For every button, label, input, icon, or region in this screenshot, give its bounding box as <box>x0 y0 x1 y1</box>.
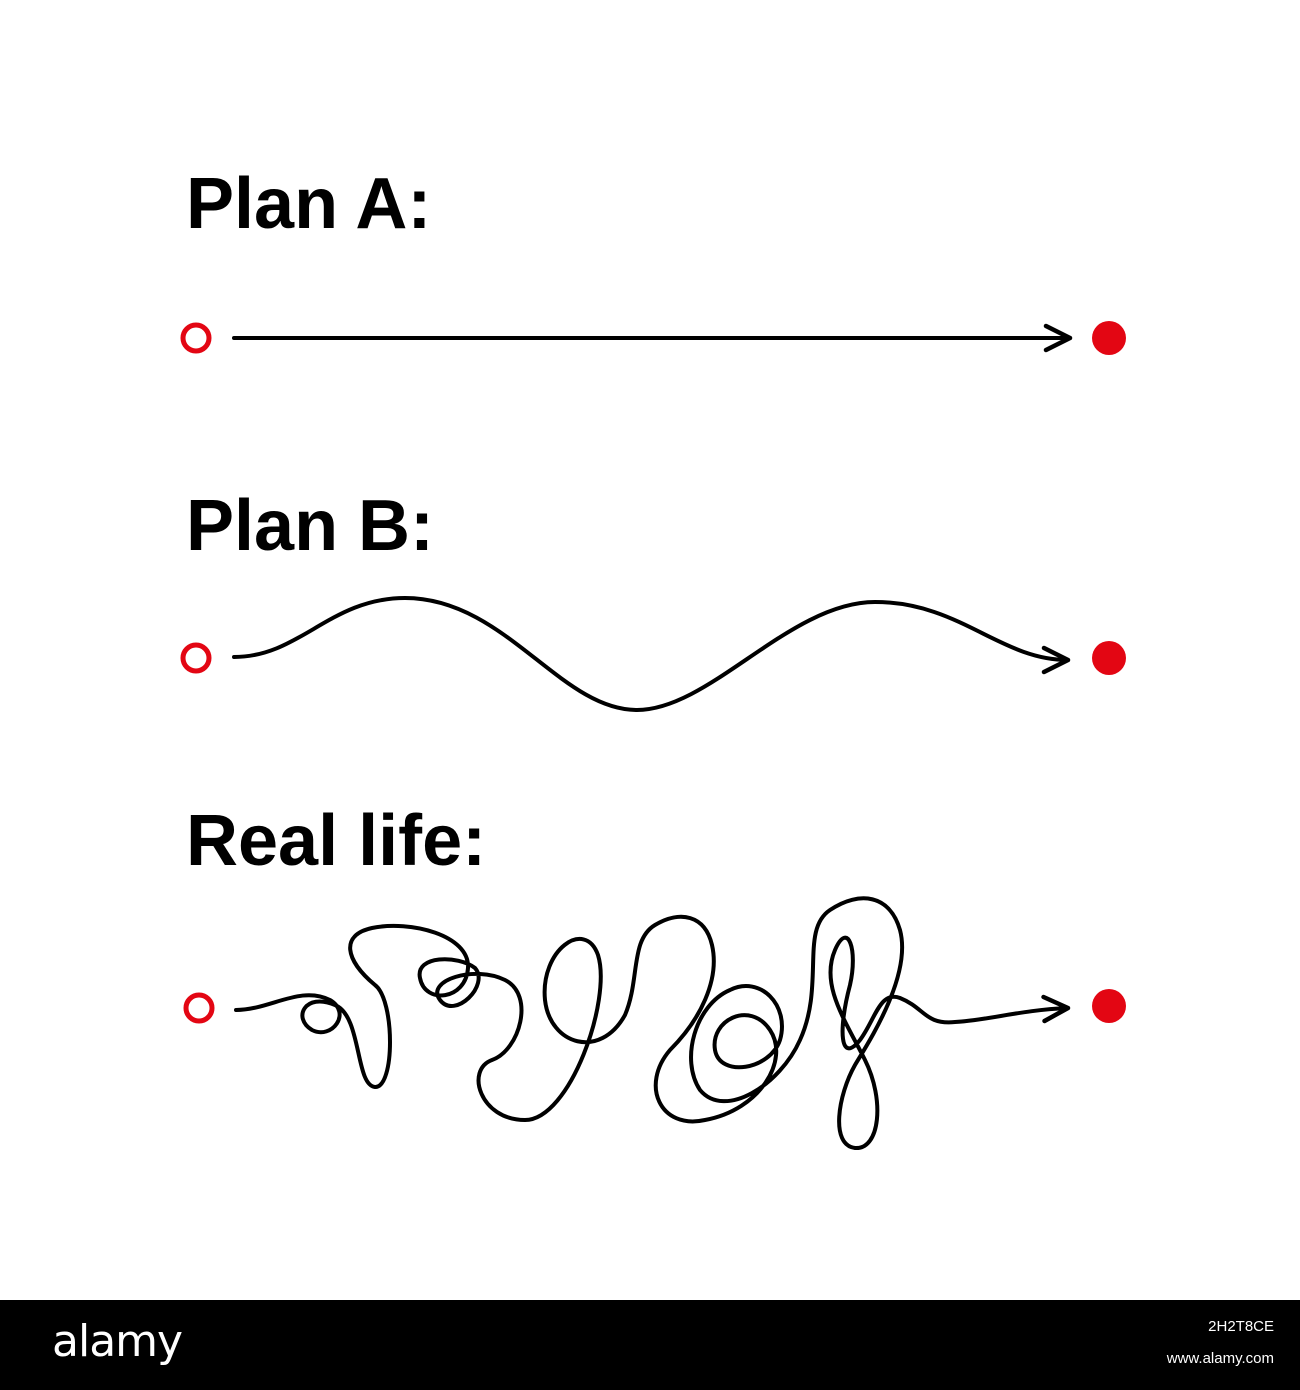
plan-a-title: Plan A: <box>186 164 432 244</box>
plan-b-path <box>232 595 1071 713</box>
real-life-route <box>183 896 1126 1150</box>
plan-a-route <box>180 321 1126 355</box>
diagram-canvas: Plan A: Plan B: Real life: <box>180 164 1126 1150</box>
plan-a-end-marker <box>1092 321 1126 355</box>
site-url[interactable]: www.alamy.com <box>1166 1350 1274 1367</box>
real-life-title: Real life: <box>186 801 487 881</box>
plan-a-start-marker <box>180 322 212 354</box>
image-id: 2H2T8CE <box>1208 1318 1274 1335</box>
real-life-end-marker <box>1092 989 1126 1023</box>
plan-b-route <box>180 595 1126 713</box>
watermark-footer: alamy 2H2T8CE www.alamy.com <box>0 1300 1300 1390</box>
real-life-path <box>234 896 1071 1150</box>
brand-logo[interactable]: alamy <box>52 1316 183 1367</box>
plan-b-start-marker <box>180 642 212 674</box>
plan-b-title: Plan B: <box>186 486 435 566</box>
real-life-start-marker <box>183 992 215 1024</box>
paths-illustration <box>180 321 1126 1150</box>
plan-b-end-marker <box>1092 641 1126 675</box>
